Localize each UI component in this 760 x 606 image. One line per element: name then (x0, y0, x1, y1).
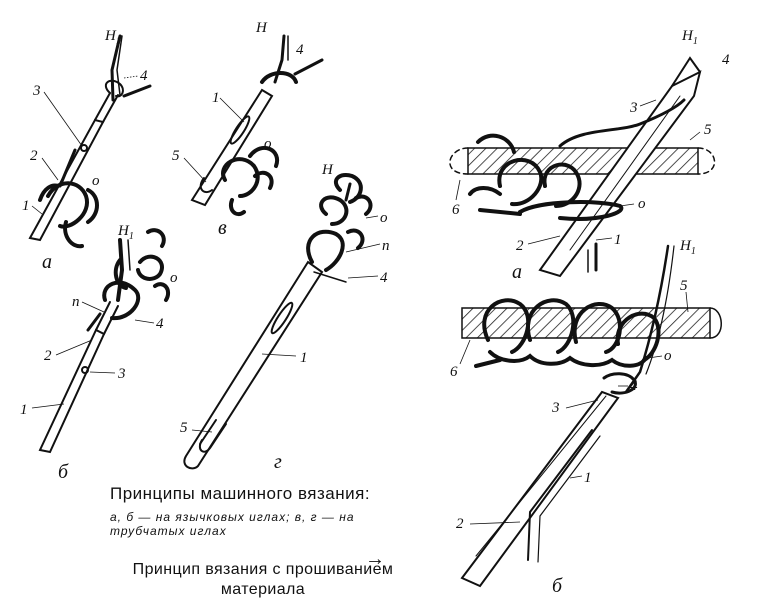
label-g-p: п (382, 238, 390, 254)
label-v-H: Н (255, 20, 268, 36)
figure-b-label: б (58, 461, 69, 483)
label-rb-1: 1 (584, 470, 592, 486)
label-g-4: 4 (380, 270, 388, 286)
label-a-3: 3 (32, 83, 41, 99)
label-b-2: 2 (44, 348, 52, 364)
label-rb-o: о (664, 348, 672, 364)
label-b-1: 1 (20, 402, 28, 418)
label-ra-2: 2 (516, 238, 524, 254)
figure-g-label: г (274, 451, 282, 473)
label-a-1: 1 (22, 198, 30, 214)
label-ra-1: 1 (614, 232, 622, 248)
label-v-5: 5 (172, 148, 180, 164)
label-v-4: 4 (296, 42, 304, 58)
label-ra-4: 4 (722, 52, 730, 68)
label-rb-4: 4 (630, 378, 638, 394)
label-b-H1: Н1 (117, 223, 134, 242)
label-v-o: о (264, 136, 272, 152)
figure-ra-label: а (512, 261, 522, 283)
caption-title-2: Принцип вязания с прошиванием материала (132, 561, 394, 598)
label-b-4: 4 (156, 316, 164, 332)
figure-b (38, 228, 171, 454)
label-rb-H1: Н1 (679, 238, 696, 257)
label-rb-6: 6 (450, 364, 458, 380)
label-ra-6: 6 (452, 202, 460, 218)
figure-a-label: а (42, 251, 52, 273)
figure-v-label: в (218, 217, 227, 239)
label-ra-3: 3 (629, 100, 638, 116)
label-b-3: 3 (117, 366, 126, 382)
label-v-1: 1 (212, 90, 220, 106)
figure-ra (449, 56, 716, 278)
caption-subtitle: а, б — на язычковых иглах; в, г — на тру… (110, 510, 355, 538)
label-g-5: 5 (180, 420, 188, 436)
label-ra-o: о (638, 196, 646, 212)
label-rb-2: 2 (456, 516, 464, 532)
label-g-o: о (380, 210, 388, 226)
label-rb-3: 3 (551, 400, 560, 416)
label-b-o: о (170, 270, 178, 286)
figure-rb (460, 244, 722, 588)
label-g-H: Н (321, 162, 334, 178)
label-b-p: п (72, 294, 80, 310)
label-a-2: 2 (30, 148, 38, 164)
label-ra-5: 5 (704, 122, 712, 138)
arrow-right-icon: → (365, 548, 385, 570)
figure-rb-label: б (552, 575, 563, 597)
label-a-H1: Н1 (104, 28, 121, 47)
label-a-o: о (92, 173, 100, 189)
figure-a (28, 34, 152, 249)
caption-title: Принципы машинного вязания: (110, 484, 371, 503)
label-rb-5: 5 (680, 278, 688, 294)
label-a-4: 4 (140, 68, 148, 84)
figure-v (190, 34, 324, 217)
figure-g (183, 173, 373, 470)
label-g-1: 1 (300, 350, 308, 366)
label-ra-H1: Н1 (681, 28, 698, 47)
